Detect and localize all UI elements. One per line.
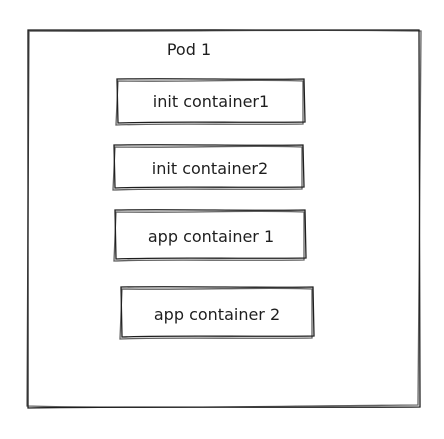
- app-container-1-label: app container 1: [148, 227, 274, 246]
- app-container-2-label: app container 2: [154, 305, 280, 324]
- init-container-1-label: init container1: [153, 92, 269, 111]
- app-container-2-box: [119, 286, 315, 340]
- pod-title: Pod 1: [167, 40, 211, 59]
- init-container-1-box: [115, 78, 306, 126]
- pod-box: [26, 29, 422, 409]
- init-container-2-label: init container2: [152, 159, 268, 178]
- init-container-2-box: [112, 144, 305, 191]
- app-container-1-box: [113, 209, 307, 262]
